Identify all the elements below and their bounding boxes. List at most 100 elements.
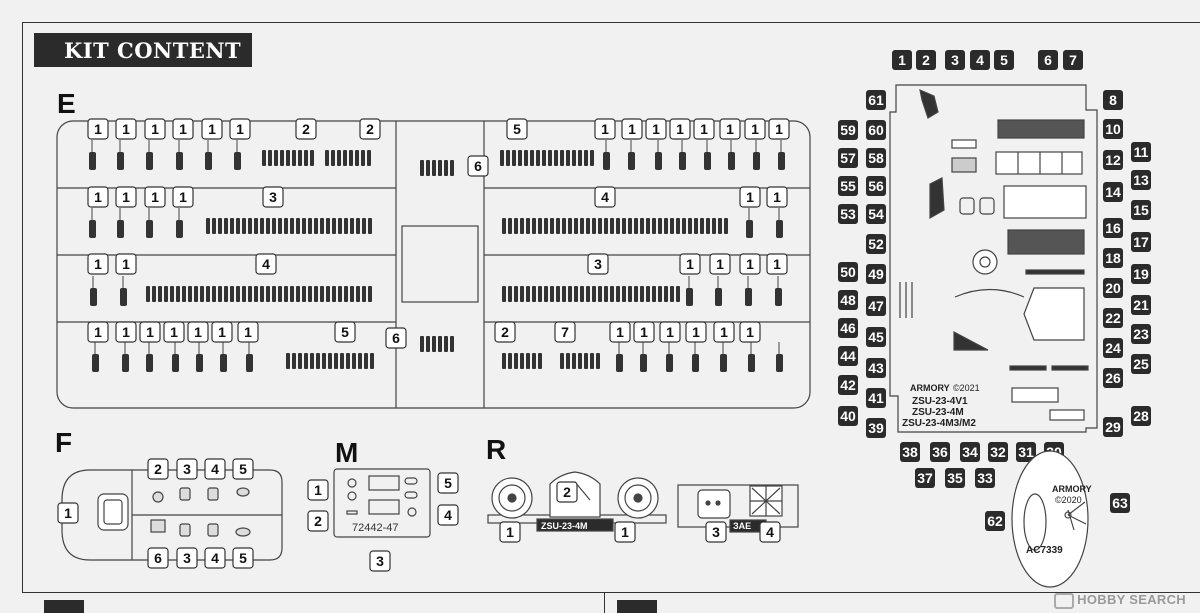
part-number: 17 bbox=[1133, 234, 1149, 250]
part-number: 1 bbox=[616, 324, 624, 340]
part-number-label: 1 bbox=[115, 118, 137, 140]
sprue-m-code: 72442-47 bbox=[352, 522, 399, 534]
part-number: 40 bbox=[840, 408, 856, 424]
part-number-label: 1 bbox=[659, 321, 681, 343]
part-number-label: 2 bbox=[295, 118, 317, 140]
part-number-label: 4 bbox=[594, 186, 616, 208]
left-border bbox=[22, 22, 23, 592]
part-number: 39 bbox=[868, 420, 884, 436]
part-number: 5 bbox=[1000, 52, 1008, 68]
part-number-label: 1 bbox=[87, 253, 109, 275]
part-number: 1 bbox=[194, 324, 202, 340]
part-number-label: 1 bbox=[211, 321, 233, 343]
part-number-label: 48 bbox=[838, 290, 858, 310]
part-number-label: 1 bbox=[669, 118, 691, 140]
part-number-label: 1 bbox=[229, 118, 251, 140]
part-number-label: 3 bbox=[176, 458, 198, 480]
part-number: 54 bbox=[868, 206, 884, 222]
part-number-label: 60 bbox=[866, 120, 886, 140]
part-number-label: 1 bbox=[87, 186, 109, 208]
track-run bbox=[325, 150, 371, 166]
part-number-label: 38 bbox=[900, 442, 920, 462]
part-number: 3 bbox=[183, 550, 191, 566]
single-track-link bbox=[704, 140, 711, 170]
part-number-label: 1 bbox=[693, 118, 715, 140]
part-number-label: 1 bbox=[633, 321, 655, 343]
part-number: 22 bbox=[1105, 310, 1121, 326]
part-number: 18 bbox=[1105, 250, 1121, 266]
part-number-label: 7 bbox=[554, 321, 576, 343]
part-number: 15 bbox=[1133, 202, 1149, 218]
part-number-label: 3 bbox=[945, 50, 965, 70]
sprue-m-letter: M bbox=[335, 437, 359, 468]
single-track-link bbox=[89, 208, 96, 238]
part-number-label: 1 bbox=[892, 50, 912, 70]
part-number-label: 4 bbox=[255, 253, 277, 275]
part-number: 23 bbox=[1133, 326, 1149, 342]
part-number: 1 bbox=[726, 121, 734, 137]
part-number-label: 15 bbox=[1131, 200, 1151, 220]
track-run bbox=[502, 286, 680, 302]
part-number: 49 bbox=[868, 266, 884, 282]
part-number: 3 bbox=[951, 52, 959, 68]
part-number-label: 36 bbox=[930, 442, 950, 462]
part-number: 1 bbox=[692, 324, 700, 340]
watermark: HOBBY SEARCH bbox=[1054, 592, 1186, 609]
pe-line-2: ZSU-23-4M bbox=[912, 407, 964, 418]
part-number: 2 bbox=[314, 513, 322, 529]
part-number-label: 1 bbox=[719, 118, 741, 140]
part-number: 1 bbox=[179, 121, 187, 137]
single-track-link bbox=[746, 208, 753, 238]
part-number: 1 bbox=[751, 121, 759, 137]
part-number-label: 1 bbox=[609, 321, 631, 343]
part-number: 1 bbox=[236, 121, 244, 137]
part-number-label: 5 bbox=[232, 458, 254, 480]
single-track-link bbox=[692, 342, 699, 372]
single-track-link bbox=[172, 342, 179, 372]
part-number-label: 1 bbox=[713, 321, 735, 343]
clear-brand: ARMORY bbox=[1052, 484, 1092, 494]
part-number: 34 bbox=[962, 444, 978, 460]
track-run bbox=[262, 150, 314, 166]
single-track-link bbox=[176, 140, 183, 170]
part-number-label: 29 bbox=[1103, 417, 1123, 437]
part-number: 1 bbox=[666, 324, 674, 340]
pe-copyright: ©2021 bbox=[953, 383, 980, 393]
part-number-label: 1 bbox=[307, 479, 329, 501]
part-number: 1 bbox=[506, 524, 514, 540]
part-number-label: 31 bbox=[1016, 442, 1036, 462]
part-number-label: 1 bbox=[115, 321, 137, 343]
part-number: 1 bbox=[244, 324, 252, 340]
part-number-label: 8 bbox=[1103, 90, 1123, 110]
part-number: 60 bbox=[868, 122, 884, 138]
part-number-label: 5 bbox=[506, 118, 528, 140]
part-number: 1 bbox=[898, 52, 906, 68]
part-number: 13 bbox=[1133, 172, 1149, 188]
part-number: 1 bbox=[64, 505, 72, 521]
part-number: 4 bbox=[262, 256, 270, 272]
single-track-link bbox=[778, 140, 785, 170]
part-number: 4 bbox=[211, 461, 219, 477]
part-number-label: 4 bbox=[204, 547, 226, 569]
part-number-label: 17 bbox=[1131, 232, 1151, 252]
part-number: 1 bbox=[640, 324, 648, 340]
part-number: 4 bbox=[444, 507, 452, 523]
bottom-border bbox=[22, 592, 1200, 593]
part-number: 7 bbox=[1069, 52, 1077, 68]
track-run bbox=[146, 286, 372, 302]
part-number: 24 bbox=[1105, 340, 1121, 356]
part-number-label: 1 bbox=[87, 321, 109, 343]
part-number: 50 bbox=[840, 264, 856, 280]
part-number-label: 57 bbox=[838, 148, 858, 168]
part-number: 31 bbox=[1018, 444, 1034, 460]
part-number-label: 4 bbox=[759, 521, 781, 543]
part-number-label: 1 bbox=[201, 118, 223, 140]
part-number-label: 63 bbox=[1110, 493, 1130, 513]
part-number: 1 bbox=[218, 324, 226, 340]
single-track-link bbox=[720, 342, 727, 372]
part-number-label: 1 bbox=[163, 321, 185, 343]
single-track-link bbox=[196, 342, 203, 372]
